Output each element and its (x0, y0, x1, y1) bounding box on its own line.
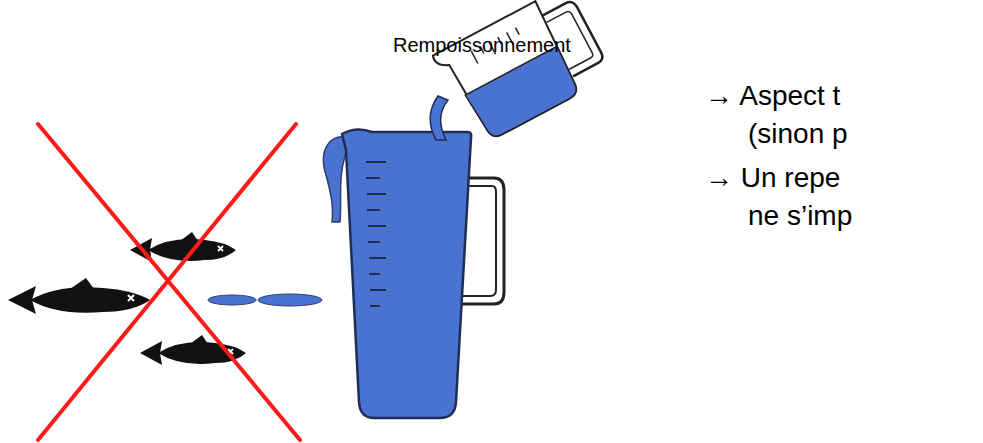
pouring-jug (432, 0, 613, 146)
bullet-text: (sinon p (748, 118, 848, 150)
pour-stream (430, 96, 448, 140)
bullet-text: → Aspect t (705, 80, 840, 112)
water-puddle (208, 295, 256, 305)
measuring-cup (342, 129, 471, 418)
bullet-text: → Un repe (705, 162, 840, 194)
illustration-caption: Rempoissonnement (393, 34, 571, 57)
bullet-text: ne s’imp (748, 200, 852, 232)
dead-fish (8, 232, 246, 365)
red-cross (38, 124, 300, 440)
water-puddle (258, 294, 322, 306)
cup-scale (366, 162, 386, 306)
